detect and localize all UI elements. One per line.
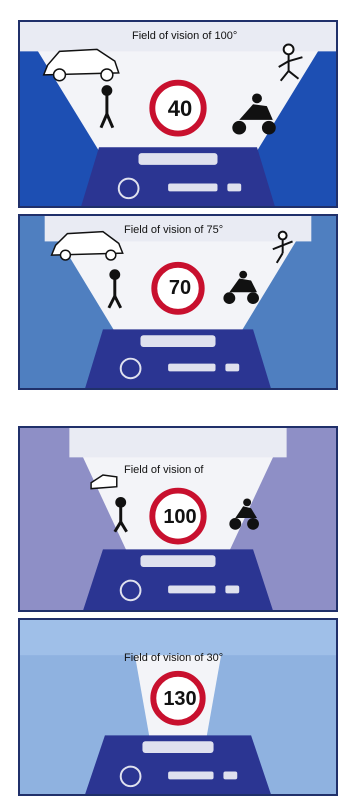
speed-sign-value: 130: [156, 688, 204, 711]
vision-panel-100: Field of vision of 100° 40: [18, 20, 338, 208]
vision-panel-75: Field of vision of 75° 70: [18, 214, 338, 390]
speed-sign-value: 70: [162, 277, 198, 300]
panel-caption: Field of vision of 75°: [124, 224, 223, 236]
panel-caption: Field of vision of 100°: [132, 30, 237, 42]
vision-panel-3: Field of vision of 100: [18, 426, 338, 612]
panel-caption: Field of vision of 30°: [124, 652, 223, 664]
panel-caption: Field of vision of: [124, 464, 203, 476]
speed-sign-value: 100: [156, 506, 204, 529]
speed-sign-value: 40: [162, 96, 198, 122]
vision-panel-30: Field of vision of 30° 130: [18, 618, 338, 796]
panel-illustration: [20, 216, 336, 388]
